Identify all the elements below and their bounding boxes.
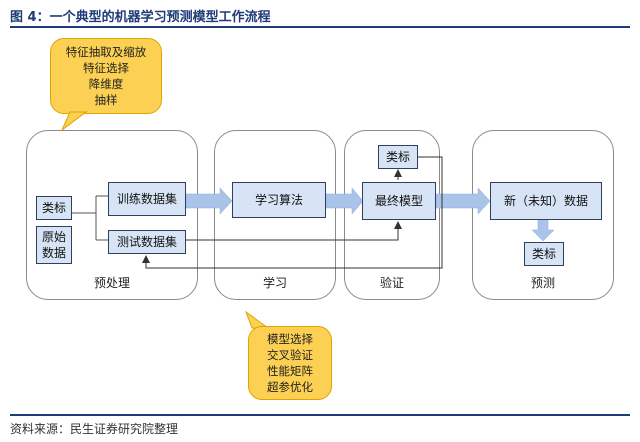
label-box-predict: 类标 <box>524 242 564 266</box>
label-box-left: 类标 <box>36 196 72 220</box>
training-set-box: 训练数据集 <box>108 182 186 216</box>
callout-preprocess-line-2: 特征选择 <box>83 61 129 75</box>
callout-preprocess-line-3: 降维度 <box>88 77 124 91</box>
callout-learn-line-2: 交叉验证 <box>267 348 313 362</box>
stage-learn-label: 学习 <box>262 276 287 290</box>
figure-title: 图 4：一个典型的机器学习预测模型工作流程 <box>10 10 271 25</box>
final-model-box: 最终模型 <box>362 182 436 220</box>
line-feedback-loop <box>142 156 443 269</box>
line-test-to-model <box>186 221 402 241</box>
arrow-newdata-to-label <box>531 217 555 242</box>
label-box-validate: 类标 <box>378 145 418 169</box>
raw-data-box: 原始 数据 <box>36 226 72 264</box>
callout-learn-line-3: 性能矩阵 <box>267 364 313 378</box>
arrow-algorithm-to-model <box>325 187 364 215</box>
test-set-box: 测试数据集 <box>108 230 186 254</box>
callout-learn-line-4: 超参优化 <box>267 380 313 394</box>
stage-preprocess-label: 预处理 <box>93 276 130 290</box>
learn-callout: 模型选择 交叉验证 性能矩阵 超参优化 <box>248 326 332 400</box>
callout-preprocess-tail <box>60 111 88 132</box>
arrow-model-to-newdata <box>435 187 491 215</box>
stage-predict-label: 预测 <box>530 276 555 290</box>
learning-algorithm-box: 学习算法 <box>232 182 326 218</box>
stage-validate-label: 验证 <box>379 276 404 290</box>
footer-rule <box>10 414 630 416</box>
preprocess-callout: 特征抽取及缩放 特征选择 降维度 抽样 <box>50 38 162 114</box>
callout-preprocess-line-4: 抽样 <box>94 93 118 107</box>
callout-learn-line-1: 模型选择 <box>267 332 313 346</box>
arrow-train-to-algorithm <box>185 187 233 215</box>
callout-preprocess-line-1: 特征抽取及缩放 <box>65 45 147 59</box>
new-data-box: 新（未知）数据 <box>490 182 602 220</box>
source-note: 资料来源：民生证券研究院整理 <box>10 422 179 436</box>
title-rule <box>10 26 630 28</box>
